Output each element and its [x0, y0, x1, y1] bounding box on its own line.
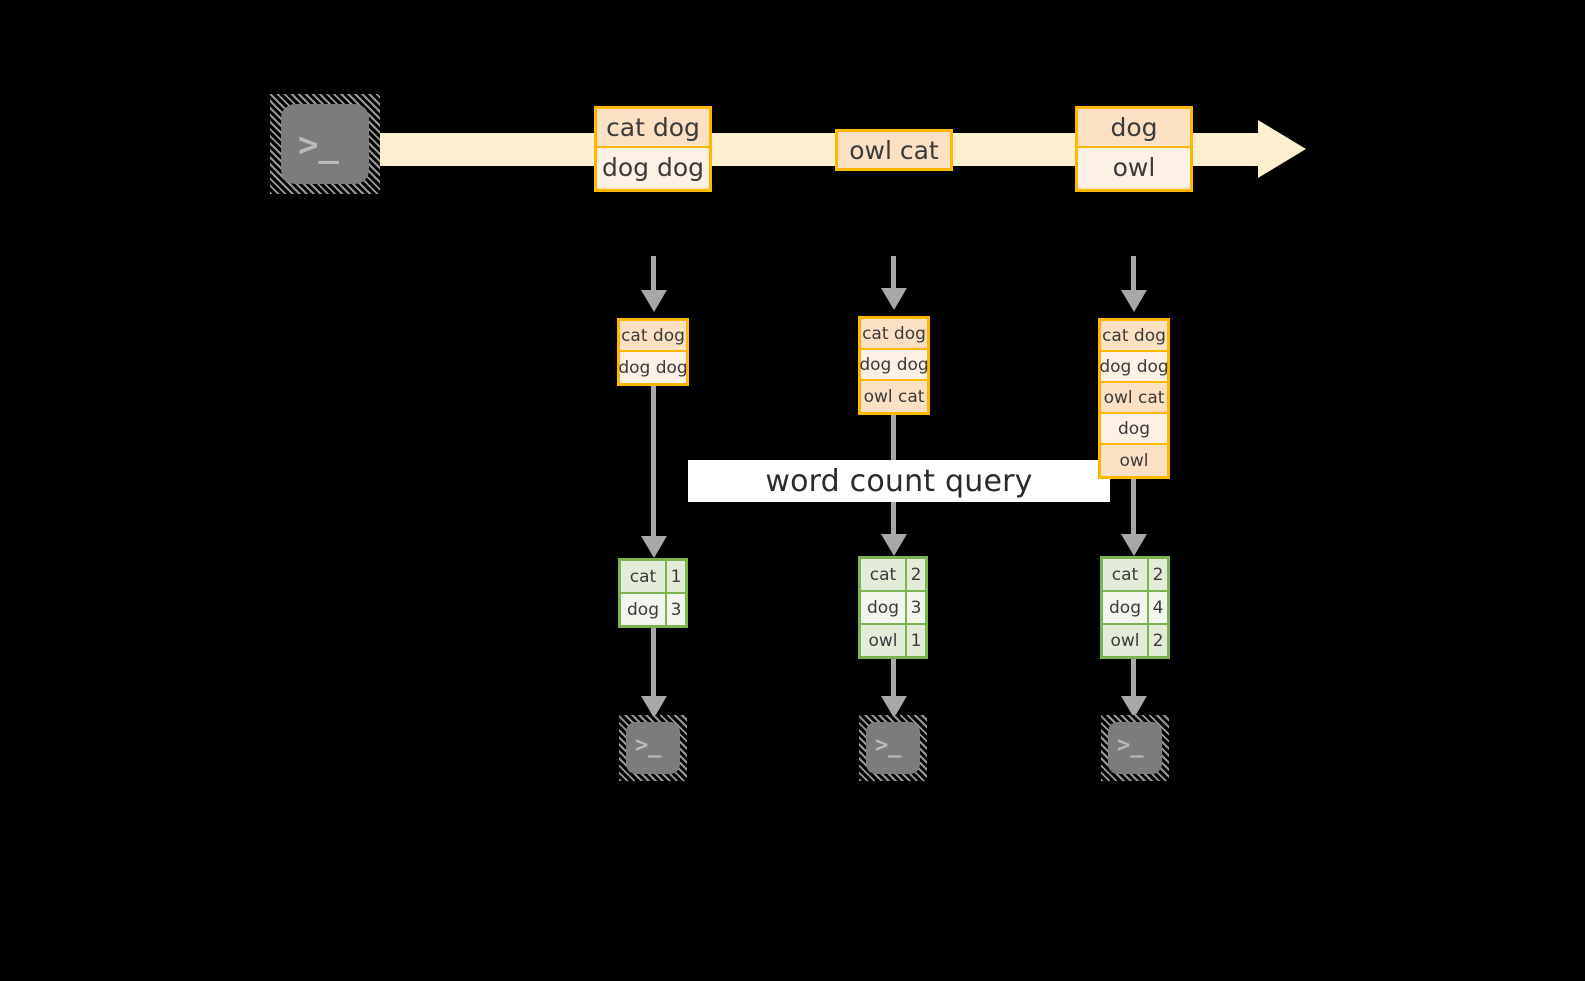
result-table[interactable]: cat 2 dog 3 owl 1	[858, 556, 928, 659]
state-row: owl	[1101, 445, 1167, 476]
stream-to-state-arrowhead	[1121, 290, 1147, 312]
stream-event-box[interactable]: dog owl	[1075, 106, 1193, 192]
result-word: dog	[621, 594, 667, 625]
result-row: owl 1	[861, 625, 925, 656]
result-word: cat	[1103, 559, 1149, 590]
result-to-sink-connector	[1131, 654, 1136, 702]
result-word: dog	[861, 592, 907, 623]
result-count: 3	[670, 599, 682, 620]
result-to-sink-connector	[651, 624, 656, 702]
result-row: dog 3	[621, 594, 685, 625]
sink-terminal-icon[interactable]: >_	[619, 715, 687, 781]
state-to-result-connector	[1131, 478, 1136, 546]
terminal-prompt-glyph: >_	[298, 125, 339, 165]
result-count: 2	[1152, 564, 1164, 585]
terminal-body	[866, 722, 920, 774]
result-to-sink-connector	[891, 654, 896, 702]
state-row: cat dog	[861, 319, 927, 350]
stream-event-box[interactable]: owl cat	[835, 129, 953, 171]
result-table[interactable]: cat 1 dog 3	[618, 558, 688, 628]
sink-terminal-icon[interactable]: >_	[1101, 715, 1169, 781]
result-word: cat	[861, 559, 907, 590]
stream-event-box[interactable]: cat dog dog dog	[594, 106, 712, 192]
stream-to-state-connector	[891, 256, 896, 290]
terminal-body	[626, 722, 680, 774]
result-count: 2	[1152, 630, 1164, 651]
state-to-result-arrowhead	[1121, 534, 1147, 556]
result-row: dog 3	[861, 592, 925, 625]
state-row: dog dog	[859, 350, 929, 381]
result-count: 1	[670, 566, 682, 587]
state-to-result-connector	[651, 386, 656, 548]
state-to-result-arrowhead	[641, 536, 667, 558]
result-word: cat	[621, 561, 667, 592]
result-word: dog	[1103, 592, 1149, 623]
state-row: cat dog	[1101, 321, 1167, 352]
state-table[interactable]: cat dog dog dog owl cat dog owl	[1098, 318, 1170, 479]
stream-event-line: owl cat	[838, 132, 950, 168]
stream-to-state-connector	[1131, 256, 1136, 292]
result-count: 1	[910, 630, 922, 651]
state-row: dog dog	[1099, 352, 1169, 383]
stream-arrow-head	[1258, 120, 1306, 178]
result-row: dog 4	[1103, 592, 1167, 625]
state-row: owl cat	[1101, 383, 1167, 414]
query-label-text: word count query	[765, 463, 1033, 499]
state-row: cat dog	[620, 321, 686, 352]
state-row: owl cat	[861, 381, 927, 412]
state-to-result-arrowhead	[881, 534, 907, 556]
stream-to-state-arrowhead	[641, 290, 667, 312]
result-word: owl	[861, 625, 907, 656]
stream-event-line: cat dog	[597, 109, 709, 148]
terminal-body	[1108, 722, 1162, 774]
state-table[interactable]: cat dog dog dog owl cat	[858, 316, 930, 415]
result-row: cat 2	[1103, 559, 1167, 592]
result-table[interactable]: cat 2 dog 4 owl 2	[1100, 556, 1170, 659]
result-to-sink-arrowhead	[881, 696, 907, 718]
result-to-sink-arrowhead	[1121, 696, 1147, 718]
result-count: 2	[910, 564, 922, 585]
result-row: owl 2	[1103, 625, 1167, 656]
stream-event-line: owl	[1078, 148, 1190, 187]
result-row: cat 1	[621, 561, 685, 594]
stream-to-state-connector	[651, 256, 656, 292]
terminal-prompt-glyph: >_	[635, 733, 662, 758]
state-row: dog dog	[618, 352, 688, 383]
state-table[interactable]: cat dog dog dog	[617, 318, 689, 386]
source-terminal-icon[interactable]: >_	[270, 94, 380, 194]
stream-event-line: dog	[1078, 109, 1190, 148]
stream-event-line: dog dog	[597, 148, 709, 187]
result-row: cat 2	[861, 559, 925, 592]
query-label-band: word count query	[688, 460, 1110, 502]
sink-terminal-icon[interactable]: >_	[859, 715, 927, 781]
state-row: dog	[1101, 414, 1167, 445]
result-count: 3	[910, 597, 922, 618]
result-to-sink-arrowhead	[641, 696, 667, 718]
terminal-prompt-glyph: >_	[875, 733, 902, 758]
result-word: owl	[1103, 625, 1149, 656]
terminal-body	[281, 104, 369, 184]
result-count: 4	[1152, 597, 1164, 618]
terminal-prompt-glyph: >_	[1117, 733, 1144, 758]
stream-to-state-arrowhead	[881, 288, 907, 310]
